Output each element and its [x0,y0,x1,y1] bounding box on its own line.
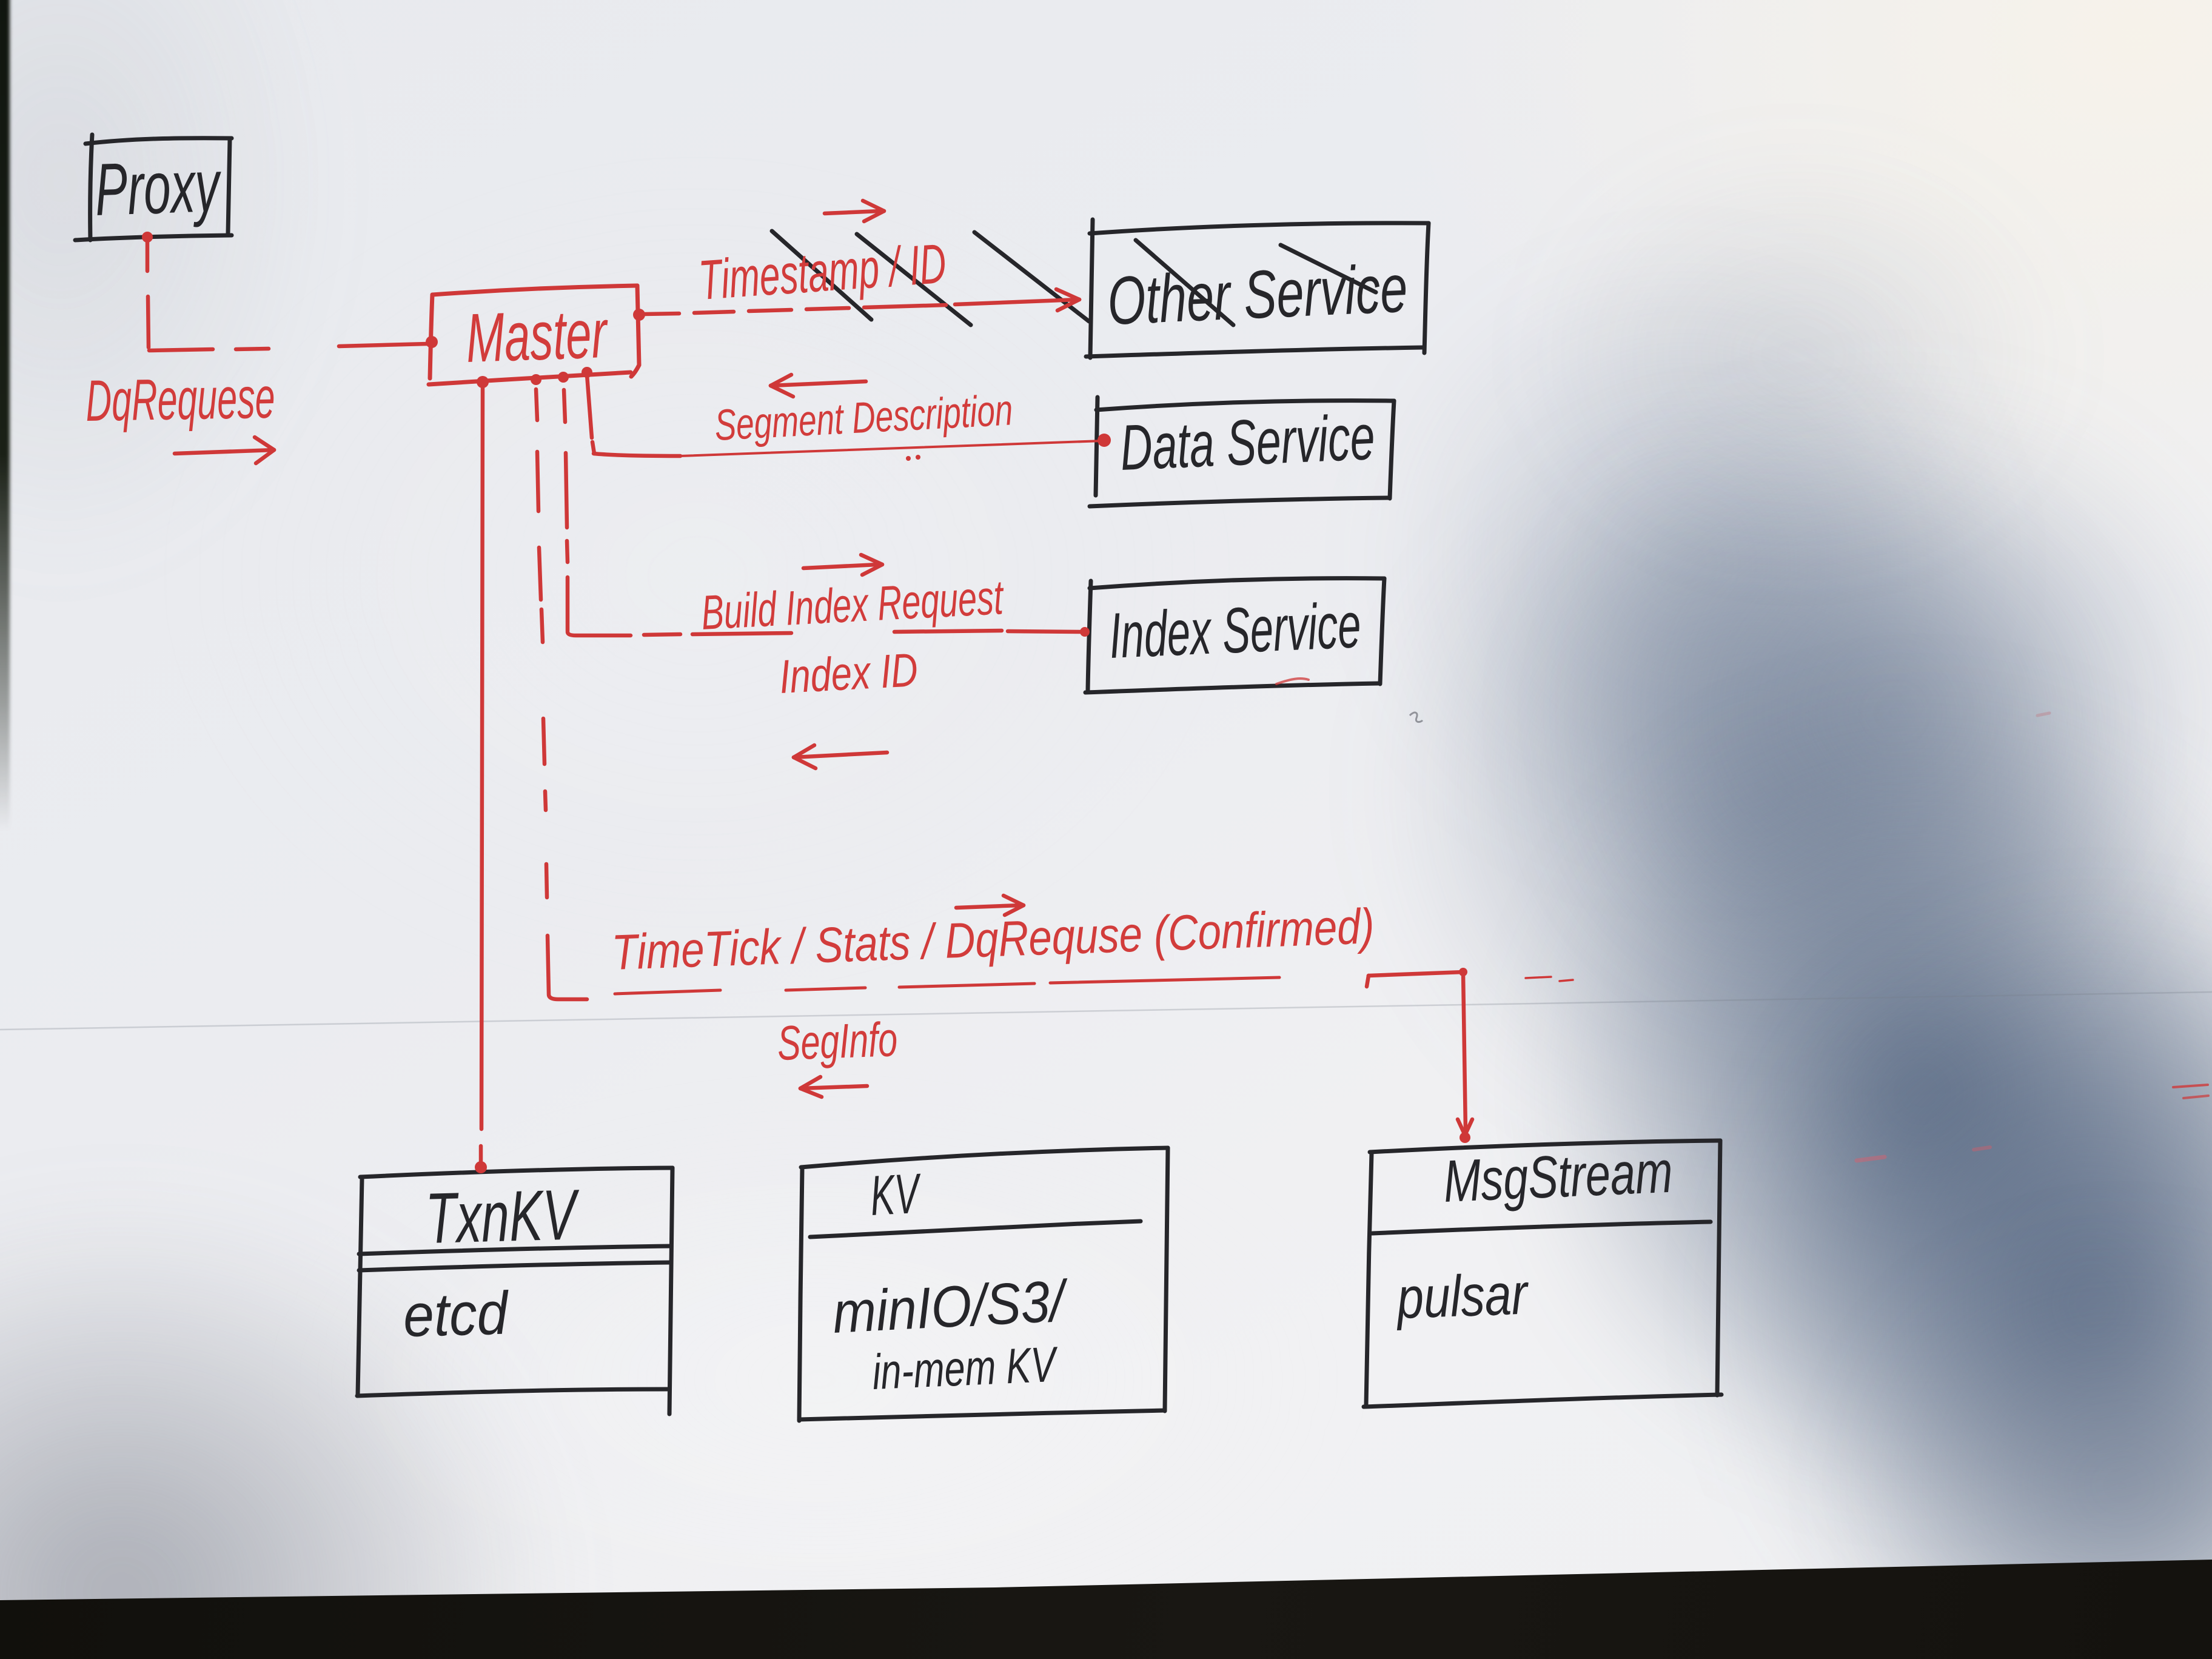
svg-text:Segment Description: Segment Description [714,386,1014,450]
svg-text:MsgStream: MsgStream [1442,1138,1674,1215]
svg-text:KV: KV [869,1162,923,1227]
svg-text:Index ID: Index ID [778,643,919,703]
svg-text:etcd: etcd [403,1279,511,1350]
svg-text:Timestamp / ID: Timestamp / ID [697,233,948,312]
svg-text:TxnKV: TxnKV [424,1175,581,1259]
svg-text:pulsar: pulsar [1395,1261,1530,1331]
svg-text:Proxy: Proxy [93,144,223,231]
svg-text:Master: Master [464,295,609,377]
svg-text:Data Service: Data Service [1119,401,1376,484]
svg-text:Index Service: Index Service [1108,589,1362,672]
svg-text:TimeTick / Stats / DqRequse (C: TimeTick / Stats / DqRequse (Confirmed) [611,899,1375,980]
svg-text:minIO/S3/: minIO/S3/ [831,1269,1071,1346]
svg-text:Other Service: Other Service [1106,250,1409,339]
svg-text:DqRequese: DqRequese [85,366,276,434]
svg-text:in-mem KV: in-mem KV [871,1337,1060,1400]
svg-text:SegInfo: SegInfo [777,1012,899,1070]
